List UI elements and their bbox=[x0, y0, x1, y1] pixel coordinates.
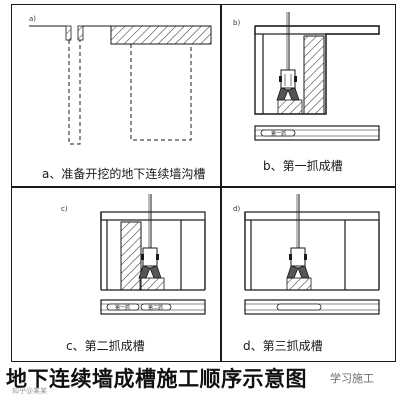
trench-outline-front bbox=[130, 44, 192, 141]
panel-d: d) d、第三抓成槽 bbox=[221, 188, 396, 362]
watermark: 学习施工 bbox=[330, 372, 374, 385]
plan-view bbox=[254, 125, 380, 141]
panel-d-caption: d、第三抓成槽 bbox=[243, 339, 323, 353]
guide-wall-top bbox=[244, 211, 380, 221]
panel-a: a) a、准备开挖的地下连续墙沟槽 bbox=[11, 4, 220, 186]
plan-tag-1: 第一抓 bbox=[115, 304, 130, 311]
grab-bucket bbox=[276, 69, 300, 101]
plan-tag-1: 第一抓 bbox=[271, 130, 286, 137]
panel-c-letter: c) bbox=[61, 205, 68, 213]
plan-tag-2: 第二抓 bbox=[148, 304, 163, 311]
panel-c-drawing: 第一抓 第二抓 bbox=[100, 194, 206, 315]
panel-c-caption: c、第二抓成槽 bbox=[66, 339, 145, 353]
plan-view bbox=[244, 299, 380, 315]
guide-wall-top bbox=[254, 25, 380, 35]
soil-zone bbox=[120, 221, 142, 291]
plan-view bbox=[100, 299, 206, 315]
panel-c: 第一抓 第二抓 c) c、第二抓成槽 bbox=[11, 188, 220, 362]
panel-a-drawing bbox=[29, 25, 212, 145]
ground-block bbox=[110, 25, 212, 45]
watermark-small: 知乎@某某 bbox=[12, 387, 47, 395]
main-title: 地下连续墙成槽施工顺序示意图 bbox=[6, 367, 307, 391]
panel-b-drawing: 第一抓 bbox=[254, 12, 380, 141]
trench-outline-side bbox=[68, 40, 81, 145]
plan-slot-1 bbox=[106, 303, 140, 311]
panel-b-letter: b) bbox=[233, 19, 241, 27]
panel-b-caption: b、第一抓成槽 bbox=[263, 159, 343, 173]
panel-b: 第一抓 b) b、第一抓成槽 bbox=[221, 4, 396, 186]
excavation-zone bbox=[286, 277, 312, 291]
plan-slot-1 bbox=[260, 129, 296, 137]
plan-slot-3 bbox=[276, 303, 322, 311]
guide-wall-left bbox=[65, 25, 72, 41]
diagram-frame bbox=[11, 4, 396, 362]
panel-divider-vertical bbox=[220, 4, 222, 362]
panel-d-letter: d) bbox=[233, 205, 241, 213]
panel-a-caption: a、准备开挖的地下连续墙沟槽 bbox=[42, 167, 206, 181]
excavation-zone bbox=[277, 99, 303, 115]
guide-wall-right bbox=[77, 25, 84, 41]
soil-zone bbox=[303, 35, 325, 115]
guide-wall-top bbox=[100, 211, 206, 221]
excavation-zone bbox=[139, 277, 165, 291]
panel-divider-horizontal bbox=[11, 186, 396, 188]
plan-slot-2 bbox=[140, 303, 172, 311]
grab-bucket bbox=[138, 247, 162, 279]
panel-a-letter: a) bbox=[29, 15, 37, 23]
panel-d-drawing bbox=[244, 194, 380, 315]
grab-bucket bbox=[286, 247, 310, 279]
